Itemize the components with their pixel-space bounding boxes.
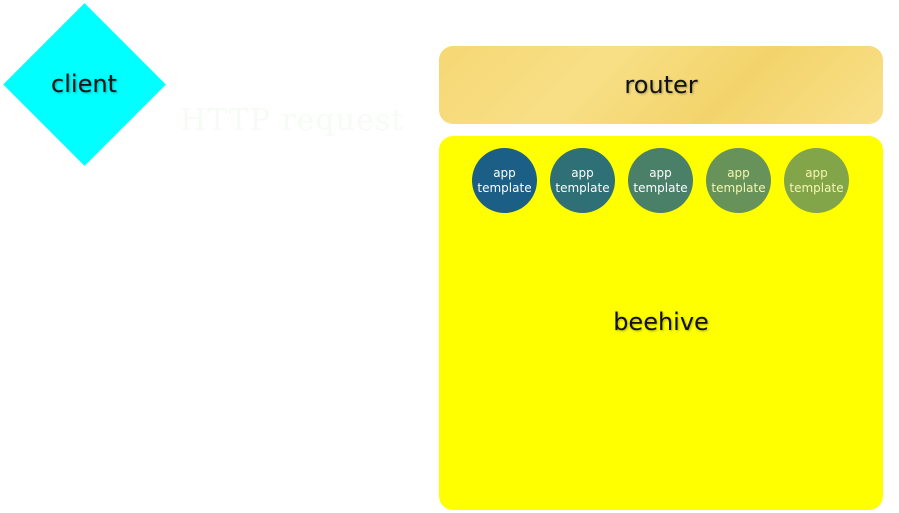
beehive-node: app template app template app template a…	[439, 136, 883, 510]
beehive-label: beehive	[613, 308, 709, 336]
app-template-circle: app template	[550, 148, 615, 213]
app-template-circle: app template	[628, 148, 693, 213]
app-label: app	[727, 165, 750, 180]
app-template-circle: app template	[784, 148, 849, 213]
app-label: app	[649, 165, 672, 180]
router-node: router	[439, 46, 883, 124]
app-template-circle: app template	[472, 148, 537, 213]
app-label: app	[493, 165, 516, 180]
app-label: app	[805, 165, 828, 180]
template-label: template	[633, 180, 688, 195]
client-label: client	[51, 70, 117, 98]
template-label: template	[711, 180, 766, 195]
router-label: router	[624, 71, 698, 99]
template-label: template	[477, 180, 532, 195]
connector-text: HTTP request	[180, 103, 405, 138]
app-template-circle: app template	[706, 148, 771, 213]
client-node: client	[2, 2, 166, 166]
app-label: app	[571, 165, 594, 180]
template-label: template	[555, 180, 610, 195]
template-label: template	[789, 180, 844, 195]
